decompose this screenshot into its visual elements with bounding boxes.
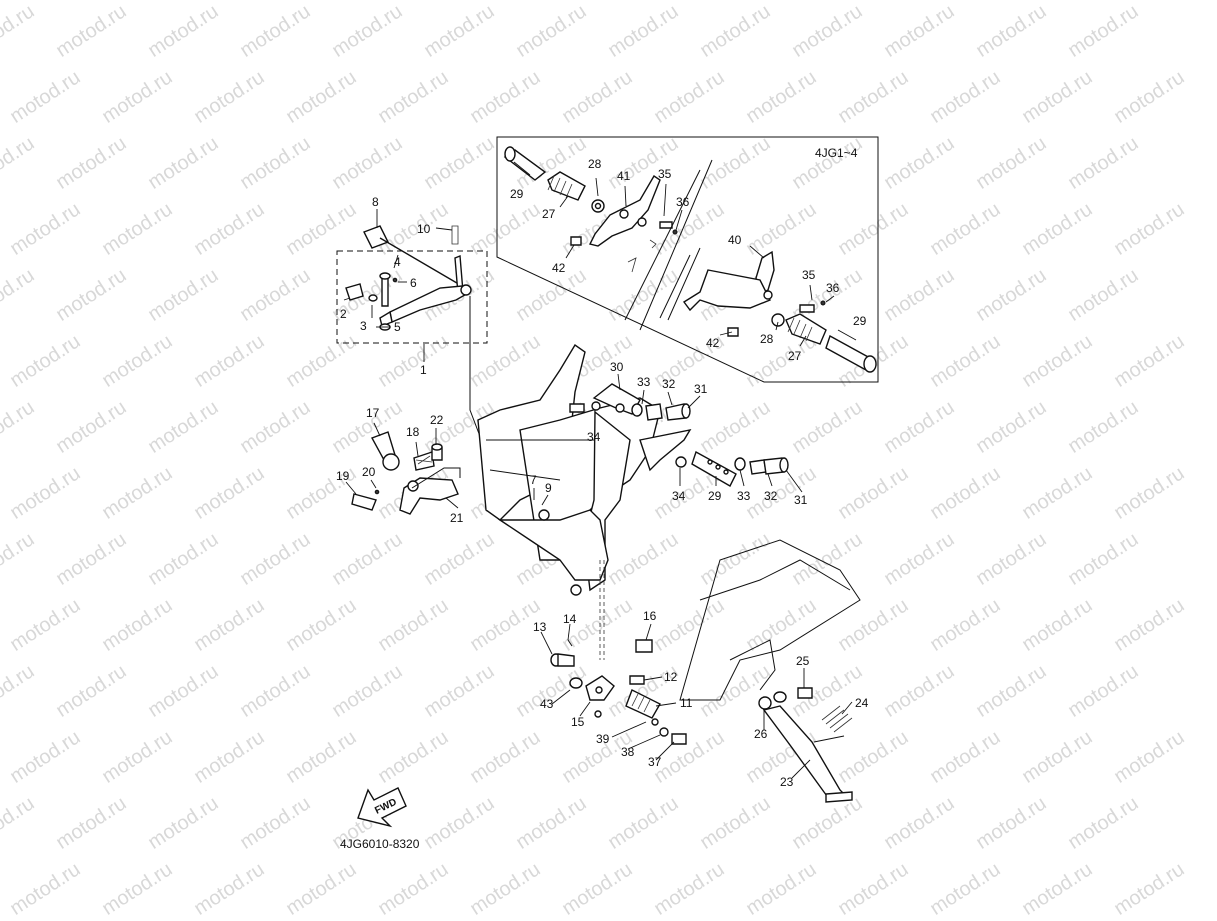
callout-32a: 32 — [662, 377, 676, 391]
rear-footrest-right — [675, 450, 789, 487]
callout-2: 2 — [340, 307, 347, 321]
callout-12: 12 — [664, 670, 678, 684]
shift-pedal-group-box — [336, 250, 488, 344]
inset-label: 4JG1~4 — [815, 146, 858, 160]
inset-callout-35a: 35 — [658, 167, 672, 181]
callout-43: 43 — [540, 697, 554, 711]
callout-6: 6 — [410, 276, 417, 290]
inset-callout-36a: 36 — [676, 195, 690, 209]
callout-16: 16 — [643, 609, 657, 623]
callout-13: 13 — [533, 620, 547, 634]
callout-11: 11 — [680, 696, 693, 710]
callout-9: 9 — [545, 481, 552, 495]
inset-callout-40: 40 — [728, 233, 742, 247]
callout-33a: 33 — [637, 375, 651, 389]
inset-callout-42b: 42 — [706, 336, 720, 350]
fwd-arrow-icon: FWD — [357, 787, 407, 828]
callout-7: 7 — [530, 473, 537, 487]
inset-left-footrest — [503, 146, 713, 331]
callout-10: 10 — [417, 222, 431, 236]
callout-26: 26 — [754, 727, 768, 741]
callout-14: 14 — [563, 612, 577, 626]
callout-30: 30 — [610, 360, 624, 374]
inset-callout-29a: 29 — [510, 187, 524, 201]
callout-15: 15 — [571, 715, 585, 729]
inset-right-footrest — [659, 247, 877, 373]
callout-23: 23 — [780, 775, 794, 789]
callout-numbers: 8 10 4 6 2 3 5 1 17 18 22 20 19 21 7 9 2… — [336, 157, 869, 789]
rear-footrest-upper — [569, 383, 691, 421]
inset-callout-27b: 27 — [788, 349, 802, 363]
callout-20: 20 — [362, 465, 376, 479]
leader-lines — [343, 161, 857, 779]
callout-39: 39 — [596, 732, 610, 746]
callout-34b: 34 — [672, 489, 686, 503]
inset-callout-42a: 42 — [552, 261, 566, 275]
inset-callout-41: 41 — [617, 169, 631, 183]
inset-callout-28a: 28 — [588, 157, 602, 171]
callout-17: 17 — [366, 406, 380, 420]
side-stand — [758, 687, 853, 803]
callout-32b: 32 — [764, 489, 778, 503]
callout-21: 21 — [450, 511, 464, 525]
callout-22: 22 — [430, 413, 444, 427]
callout-24: 24 — [855, 696, 869, 710]
callout-18: 18 — [406, 425, 420, 439]
callout-33b: 33 — [737, 489, 751, 503]
callout-1: 1 — [420, 363, 427, 377]
callout-25: 25 — [796, 654, 810, 668]
inset-callout-35b: 35 — [802, 268, 816, 282]
callout-8: 8 — [372, 195, 379, 209]
inset-callout-28b: 28 — [760, 332, 774, 346]
callout-31a: 31 — [694, 382, 708, 396]
frame — [477, 343, 861, 701]
callout-4: 4 — [394, 255, 401, 269]
callout-5: 5 — [394, 320, 401, 334]
callout-3: 3 — [360, 319, 367, 333]
brake-pedal — [351, 431, 461, 515]
inset-callout-29b: 29 — [853, 314, 867, 328]
callout-19: 19 — [336, 469, 350, 483]
callout-29: 29 — [708, 489, 722, 503]
callout-38: 38 — [621, 745, 635, 759]
callout-31b: 31 — [794, 493, 808, 507]
inset-callout-36b: 36 — [826, 281, 840, 295]
inset-frame — [496, 136, 879, 383]
shift-pedal — [345, 225, 472, 331]
callout-34a: 34 — [587, 430, 601, 444]
inset-callout-27a: 27 — [542, 207, 556, 221]
front-footrest — [550, 639, 687, 745]
callout-37: 37 — [648, 755, 662, 769]
diagram-code: 4JG6010-8320 — [340, 837, 420, 851]
